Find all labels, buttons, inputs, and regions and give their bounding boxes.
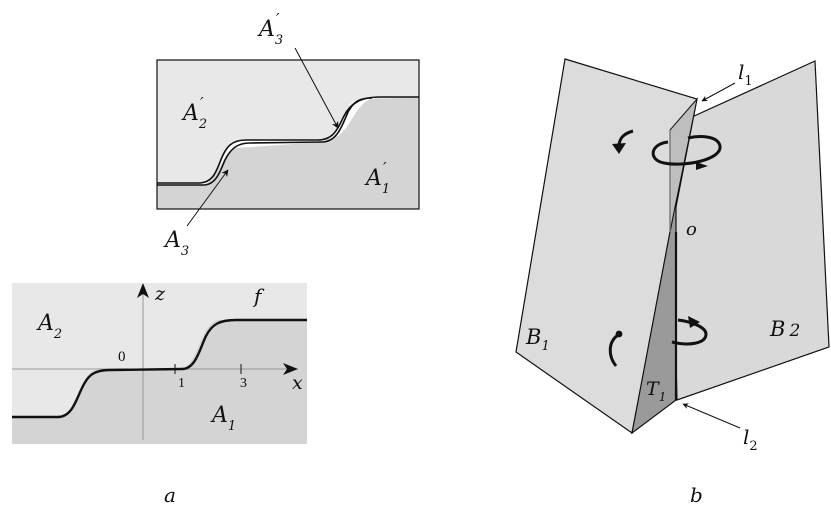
caption-a: a	[164, 483, 176, 507]
x-axis-label: x	[292, 372, 303, 394]
arrow-l2	[682, 403, 741, 429]
region-A1-fill	[12, 320, 307, 444]
panel-a-top-box: A2′ A1′ A3′ A3	[156, 10, 420, 259]
region-A3-gap-fill	[200, 97, 380, 185]
z-axis-arrowhead	[137, 283, 149, 298]
lower-step-curve	[157, 97, 373, 186]
tick-3-label: 3	[240, 376, 247, 391]
rotation-loop-top	[651, 135, 722, 166]
arrow-A3-prime	[294, 47, 339, 129]
region-A1-prime-fill	[157, 97, 419, 209]
label-T1: T1	[646, 378, 666, 404]
label-o: o	[686, 219, 697, 240]
label-B1: B1	[525, 325, 550, 354]
rotation-arrow-top-left-head	[612, 143, 626, 154]
top-box-border	[156, 59, 420, 210]
rotation-arrow-bottom-left	[608, 333, 619, 367]
rotation-arrow-bottom-left-tail	[615, 330, 623, 338]
label-A3-prime: A3′	[257, 10, 283, 48]
origin-label: 0	[118, 349, 126, 365]
x-axis-arrowhead	[283, 363, 298, 375]
tick-1-label: 1	[178, 376, 185, 391]
z-axis-label: z	[154, 283, 166, 305]
rotation-loop-bottom-head	[688, 316, 700, 328]
arrow-l1	[701, 82, 736, 102]
label-A2-prime: A2′	[181, 94, 207, 132]
label-l1: l1	[738, 60, 753, 89]
arrow-A3	[186, 169, 229, 227]
curve-f	[12, 318, 307, 419]
caption-b: b	[690, 483, 703, 507]
label-A2: A2	[36, 311, 62, 342]
label-l2: l2	[743, 425, 758, 454]
label-A1: A1	[210, 403, 236, 434]
rotation-loop-top-head	[696, 162, 708, 170]
panel-a-bottom-plot: z x 0 1 3 f A2 A1	[12, 283, 307, 444]
label-A1-prime: A1′	[364, 159, 390, 197]
label-A3: A3	[163, 228, 189, 259]
